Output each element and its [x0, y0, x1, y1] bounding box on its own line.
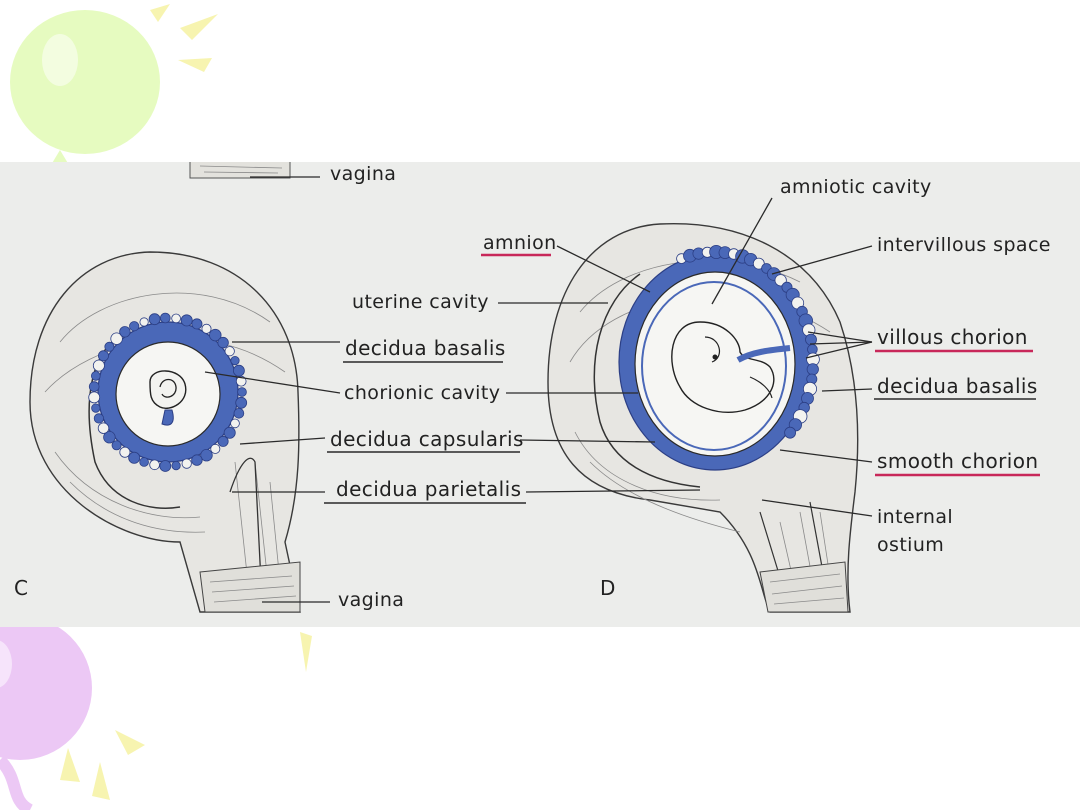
panel-d-letter: D — [600, 576, 615, 600]
balloon-violet-icon — [0, 616, 92, 810]
label-decidua-basalis-c: decidua basalis — [345, 336, 506, 360]
label-uterine-cavity: uterine cavity — [352, 291, 489, 313]
label-amniotic-cavity: amniotic cavity — [780, 176, 932, 198]
label-internal-ostium-line2: ostium — [877, 534, 944, 556]
panel-d-drawing: D — [547, 222, 859, 613]
labels: vagina uterine cavity decidua basalis ch… — [324, 163, 1051, 611]
sparkle-rays-icon — [60, 4, 312, 800]
panel-c-drawing: C — [14, 162, 301, 613]
label-internal-ostium-line1: internal — [877, 506, 953, 528]
label-vagina-top: vagina — [330, 163, 396, 185]
label-chorionic-cavity: chorionic cavity — [344, 382, 500, 404]
embryo-figure-panel: C D — [0, 162, 1080, 627]
label-decidua-basalis-d: decidua basalis — [877, 374, 1038, 398]
embryo-d — [671, 321, 791, 413]
label-decidua-capsularis: decidua capsularis — [330, 427, 524, 451]
label-vagina-bottom: vagina — [338, 589, 404, 611]
label-intervillous-space: intervillous space — [877, 234, 1051, 256]
balloon-green-icon — [10, 10, 160, 170]
embryo-c — [149, 370, 187, 426]
leader-lines — [204, 176, 873, 603]
label-decidua-parietalis: decidua parietalis — [336, 477, 521, 501]
panel-c-letter: C — [14, 576, 28, 600]
label-smooth-chorion: smooth chorion — [877, 449, 1038, 473]
label-villous-chorion: villous chorion — [877, 325, 1028, 349]
label-amnion: amnion — [483, 232, 557, 254]
